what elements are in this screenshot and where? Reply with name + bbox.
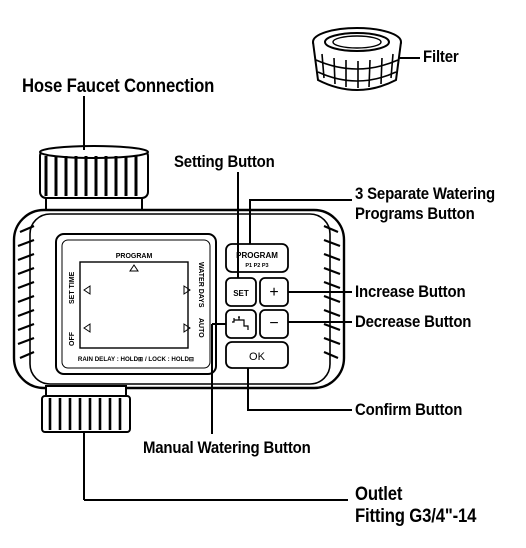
programs-button-label-line1: 3 Separate Watering bbox=[355, 184, 495, 203]
program-button-label: PROGRAM bbox=[236, 251, 278, 260]
faucet-connector-illustration bbox=[39, 96, 149, 213]
ok-button-label: OK bbox=[249, 351, 266, 363]
manual-watering-button-label-callout: Manual Watering Button bbox=[143, 438, 311, 457]
screen-off-label: OFF bbox=[69, 331, 76, 346]
filter-label: Filter bbox=[423, 47, 459, 66]
program-button[interactable]: PROGRAM P1 P2 P3 bbox=[225, 243, 289, 273]
screen-set-time-label: SET TIME bbox=[69, 271, 76, 304]
filter-illustration bbox=[312, 27, 420, 91]
screen-footer-label: RAIN DELAY : HOLD⊞ / LOCK : HOLD⊟ bbox=[78, 356, 194, 363]
screen-program-label: PROGRAM bbox=[116, 253, 153, 260]
decrease-button-label: − bbox=[269, 315, 278, 332]
outlet-label-line1: Outlet bbox=[355, 484, 403, 505]
decrease-button[interactable]: − bbox=[259, 309, 289, 339]
set-button[interactable]: SET bbox=[225, 277, 257, 307]
triangle-left-icon bbox=[83, 285, 91, 295]
manual-watering-button[interactable] bbox=[225, 309, 257, 339]
screen-auto-label: AUTO bbox=[197, 318, 204, 338]
set-button-label: SET bbox=[233, 289, 249, 298]
outlet-label-line2: Fitting G3/4"-14 bbox=[355, 506, 477, 527]
triangle-right-icon bbox=[183, 323, 191, 333]
triangle-right-icon bbox=[183, 285, 191, 295]
program-button-sublabel: P1 P2 P3 bbox=[245, 263, 268, 269]
triangle-up-icon bbox=[129, 264, 139, 272]
triangle-left-icon bbox=[83, 323, 91, 333]
programs-button-label-line2: Programs Button bbox=[355, 204, 475, 223]
ok-button[interactable]: OK bbox=[225, 341, 289, 369]
increase-button[interactable]: + bbox=[259, 277, 289, 307]
screen-water-days-label: WATER DAYS bbox=[197, 262, 204, 308]
increase-button-label: + bbox=[269, 284, 278, 301]
increase-button-label-callout: Increase Button bbox=[355, 282, 466, 301]
confirm-button-label-callout: Confirm Button bbox=[355, 400, 463, 419]
leader-lines bbox=[211, 172, 352, 434]
decrease-button-label-callout: Decrease Button bbox=[355, 312, 472, 331]
outlet-illustration bbox=[41, 385, 348, 501]
faucet-icon bbox=[232, 316, 249, 330]
setting-button-label: Setting Button bbox=[174, 152, 275, 171]
hose-faucet-connection-label: Hose Faucet Connection bbox=[22, 76, 215, 97]
